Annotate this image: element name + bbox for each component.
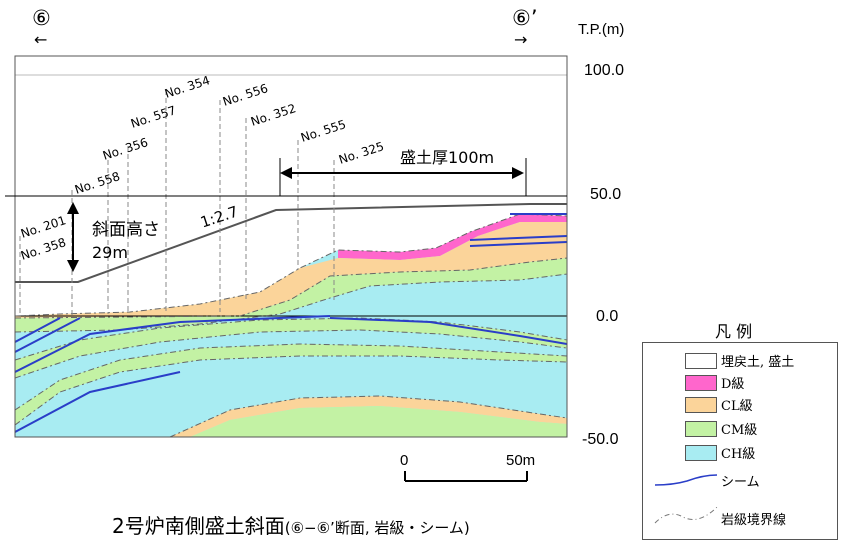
caption-sub: (⑥−⑥’断面, 岩級・シーム) <box>284 519 470 537</box>
legend-item-ch-class: CH級 <box>643 441 837 463</box>
fill-thickness-label: 盛土厚100m <box>400 148 495 167</box>
legend-label: 岩級境界線 <box>721 513 787 528</box>
cm-class-middle-band <box>15 318 567 378</box>
elevation-tick-0: 0.0 <box>596 308 619 325</box>
left-arrow-icon: ← <box>34 30 48 49</box>
slope-height-arrow <box>67 202 79 272</box>
caption-main: 2号炉南側盛土斜面 <box>112 514 285 538</box>
legend-item-boundary: 岩級境界線 <box>643 506 837 529</box>
fill-soil-zone <box>15 204 567 316</box>
d-class-zone <box>338 214 567 260</box>
seam-line-icon <box>654 474 718 486</box>
scale-bar-length: 50m <box>506 452 536 469</box>
legend-swatch <box>685 445 717 461</box>
scale-bar <box>404 471 528 482</box>
cm-class-lower-band <box>15 344 567 425</box>
legend-label: CL級 <box>721 399 753 414</box>
elevation-tick-minus50: -50.0 <box>582 431 619 448</box>
slope-height-label: 斜面高さ <box>92 220 160 240</box>
legend-item-d-class: D級 <box>643 371 837 393</box>
legend-label: D級 <box>721 377 745 392</box>
legend-item-fill: 埋戻土, 盛土 <box>643 349 837 371</box>
legend-label: CM級 <box>721 423 758 438</box>
legend-swatch <box>685 353 717 369</box>
legend-title: 凡 例 <box>715 322 753 341</box>
section-frame <box>14 55 568 438</box>
section-end-marker: ⑥’ <box>512 6 538 30</box>
cm-class-upper-band <box>15 258 567 332</box>
legend-swatch <box>685 375 717 391</box>
fill-thickness-arrow <box>279 158 527 196</box>
scale-bar-zero: 0 <box>400 452 409 469</box>
legend: 埋戻土, 盛土 D級 CL級 CM級 CH級 シーム 岩級境 <box>642 342 838 540</box>
legend-item-seam: シーム <box>643 469 837 491</box>
ground-surface-line <box>15 203 567 283</box>
legend-label: CH級 <box>721 447 756 462</box>
figure-caption: 2号炉南側盛土斜面(⑥−⑥’断面, 岩級・シーム) <box>112 510 470 539</box>
elevation-tick-50: 50.0 <box>590 186 622 203</box>
right-arrow-icon: → <box>514 30 528 49</box>
slope-height-value: 29m <box>92 243 128 262</box>
elevation-axis-title: T.P.(m) <box>578 21 625 38</box>
elevation-tick-100: 100.0 <box>584 62 625 79</box>
legend-label: シーム <box>721 475 760 490</box>
boundary-line-icon <box>654 506 718 524</box>
section-start-marker: ⑥ <box>32 6 51 30</box>
legend-item-cm-class: CM級 <box>643 417 837 439</box>
cl-class-deep-band <box>170 396 567 437</box>
legend-swatch <box>685 421 717 437</box>
legend-label: 埋戻土, 盛土 <box>721 355 795 370</box>
cm-class-deep-band <box>190 406 567 437</box>
legend-swatch <box>685 397 717 413</box>
legend-item-cl-class: CL級 <box>643 393 837 415</box>
